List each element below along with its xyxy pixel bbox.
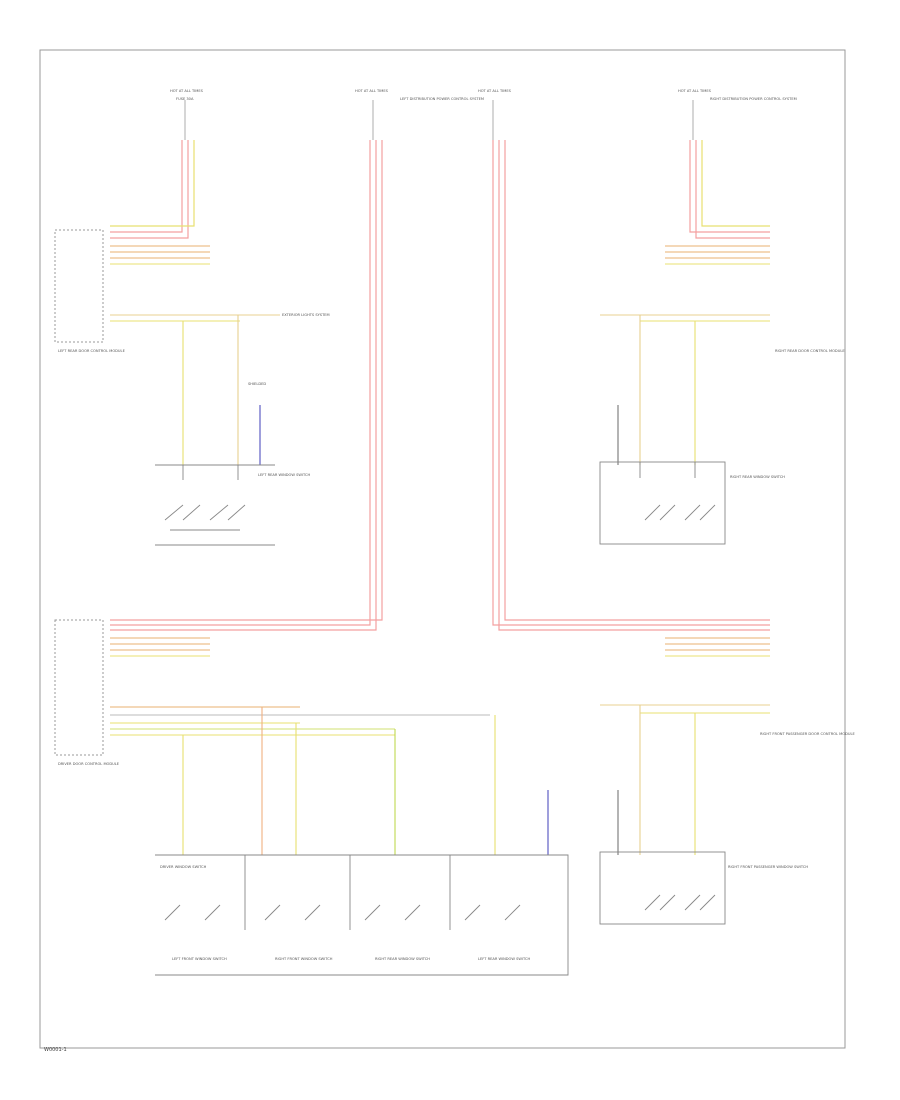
fuse-symbols xyxy=(184,100,694,140)
top-left-source: HOT AT ALL TIMES xyxy=(170,89,204,93)
power-feed-top-left xyxy=(110,140,195,239)
top-center-right-source: HOT AT ALL TIMES xyxy=(478,89,512,93)
driver-switch-drops xyxy=(182,707,549,855)
driver-switch-1-label: LEFT FRONT WINDOW SWITCH xyxy=(172,957,227,961)
left-rear-switch xyxy=(155,464,275,546)
passenger-switch xyxy=(599,851,726,925)
driver-switch-2-label: RIGHT FRONT WINDOW SWITCH xyxy=(275,957,333,961)
driver-switch-block xyxy=(155,854,569,976)
left-rear-module-box xyxy=(54,229,104,343)
top-right-note: RIGHT DISTRIBUTION POWER CONTROL SYSTEM xyxy=(710,97,797,101)
power-feed-center-left xyxy=(110,140,383,631)
right-rear-switch-drops xyxy=(617,315,696,465)
top-left-fuse: FUSE 30A xyxy=(176,97,194,101)
right-rear-switch xyxy=(599,461,726,545)
diagram-frame xyxy=(39,49,846,1049)
power-feed-top-right xyxy=(689,140,770,239)
top-center-left-source: HOT AT ALL TIMES xyxy=(355,89,389,93)
left-rear-switch-drops xyxy=(182,315,261,465)
passenger-switch-label: RIGHT FRONT PASSENGER WINDOW SWITCH xyxy=(728,865,808,869)
passenger-module-harness xyxy=(600,637,770,714)
left-ground-label: EXTERIOR LIGHTS SYSTEM xyxy=(282,313,330,317)
right-rear-module-label: RIGHT REAR DOOR CONTROL MODULE xyxy=(775,349,845,353)
driver-module-box xyxy=(54,619,104,756)
top-center-left-note: LEFT DISTRIBUTION POWER CONTROL SYSTEM xyxy=(400,97,484,101)
driver-switch-block-label: DRIVER WINDOW SWITCH xyxy=(160,865,207,869)
right-rear-switch-label: RIGHT REAR WINDOW SWITCH xyxy=(730,475,785,479)
left-shield-label: SHIELDED xyxy=(248,382,266,386)
power-feed-center-right xyxy=(492,140,770,631)
left-rear-module-harness xyxy=(110,245,280,322)
right-rear-module-harness xyxy=(600,245,770,322)
left-rear-switch-label: LEFT REAR WINDOW SWITCH xyxy=(258,473,310,477)
top-right-source: HOT AT ALL TIMES xyxy=(678,89,712,93)
passenger-module-label: RIGHT FRONT PASSENGER DOOR CONTROL MODUL… xyxy=(760,732,855,736)
driver-switch-4-label: LEFT REAR WINDOW SWITCH xyxy=(478,957,530,961)
driver-switch-3-label: RIGHT REAR WINDOW SWITCH xyxy=(375,957,430,961)
diagram-code: W0001-1 xyxy=(44,1047,67,1053)
passenger-switch-drops xyxy=(617,705,696,855)
driver-module-label: DRIVER DOOR CONTROL MODULE xyxy=(58,762,120,766)
driver-module-harness xyxy=(110,637,490,736)
left-rear-module-label: LEFT REAR DOOR CONTROL MODULE xyxy=(58,349,126,353)
